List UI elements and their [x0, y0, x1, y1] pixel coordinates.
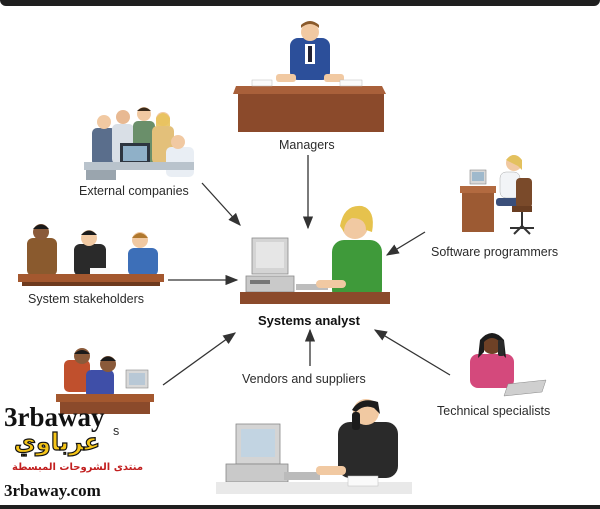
software-programmer-figure	[460, 155, 534, 234]
watermark-tagline: منتدى الشروحات المبسطة	[12, 462, 143, 473]
arrow-software-programmers	[387, 232, 425, 255]
label-vendors-and-suppliers: Vendors and suppliers	[242, 372, 366, 386]
watermark-url: 3rbaway.com	[4, 481, 101, 501]
label-external-companies: External companies	[79, 184, 189, 198]
arrow-technical-specialists	[375, 330, 450, 375]
external-companies-group	[84, 107, 194, 180]
manager-desk	[233, 80, 386, 132]
manager-figure	[276, 21, 344, 82]
systems-analyst-figure	[240, 206, 390, 304]
arrows	[163, 155, 450, 385]
bottom-frame-bar	[0, 505, 600, 509]
label-systems-analyst: Systems analyst	[258, 313, 360, 328]
label-users-partial: s	[113, 424, 119, 438]
label-system-stakeholders: System stakeholders	[28, 292, 144, 306]
label-technical-specialists: Technical specialists	[437, 404, 550, 418]
watermark-logo-arabic: عرباوي	[14, 428, 100, 456]
label-managers: Managers	[279, 138, 335, 152]
arrow-external-companies	[202, 183, 240, 225]
system-stakeholders-group	[18, 224, 164, 286]
arrow-users	[163, 333, 235, 385]
label-software-programmers: Software programmers	[431, 245, 558, 259]
technical-specialist-figure	[470, 333, 546, 396]
vendor-figure	[216, 399, 412, 494]
